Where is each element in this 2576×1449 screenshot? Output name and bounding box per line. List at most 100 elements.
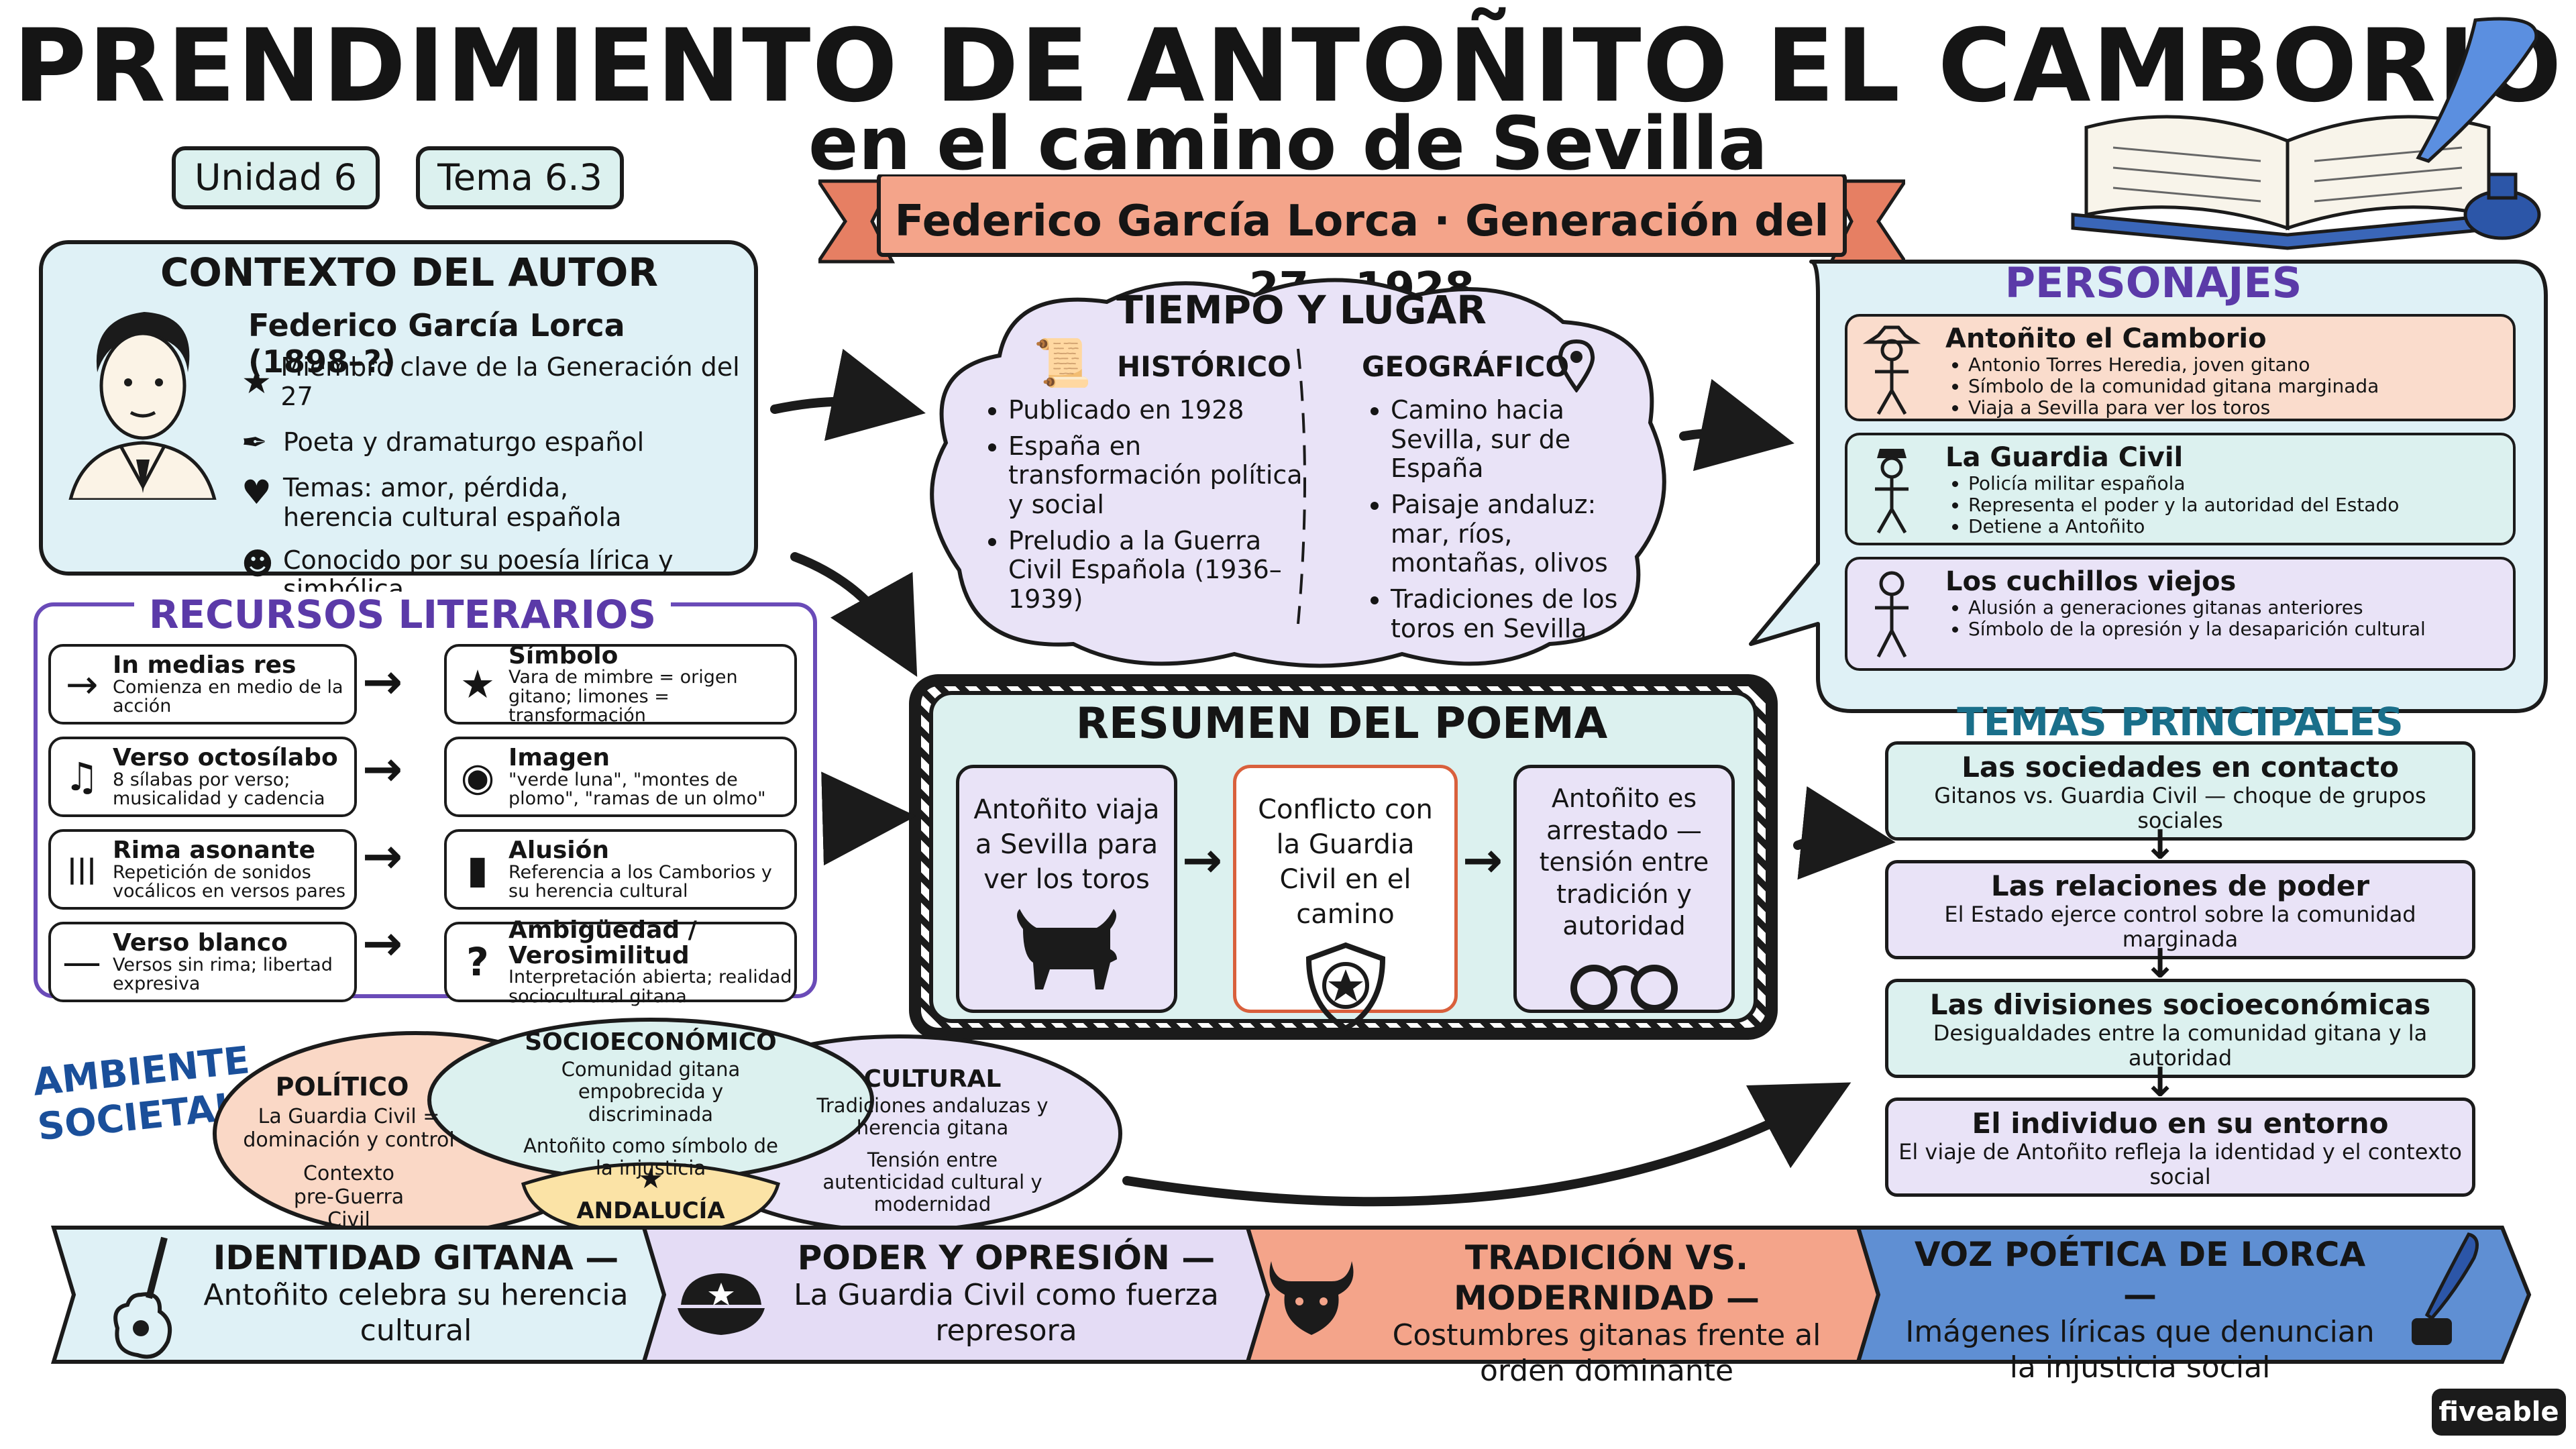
handcuffs-icon — [1570, 964, 1678, 1012]
tema-desc: Gitanos vs. Guardia Civil — choque de gr… — [1934, 783, 2426, 834]
music-note-icon: ♫ — [64, 754, 99, 800]
open-book-icon — [2071, 17, 2541, 250]
arrow-right-icon: → — [362, 915, 403, 971]
eye-icon: ◉ — [460, 754, 495, 800]
resource-title: Rima asonante — [113, 836, 316, 864]
resource-title: In medias res — [113, 651, 297, 679]
tema-desc: El viaje de Antoñito refleja la identida… — [1898, 1139, 2462, 1190]
banner-poder-opresion: PODER Y OPRESIÓN — La Guardia Civil como… — [778, 1238, 1234, 1349]
resource-title: Símbolo — [508, 641, 619, 669]
question-icon: ? — [466, 939, 489, 985]
contexto-item-text: Temas: amor, pérdida, herencia cultural … — [283, 473, 622, 532]
tema-title: Las sociedades en contacto — [1962, 751, 2399, 784]
resource-desc: "verde luna", "montes de plomo", "ramas … — [508, 769, 766, 809]
resource-title: Imagen — [508, 743, 610, 771]
banner-tradicion-modernidad: TRADICIÓN VS. MODERNIDAD — Costumbres gi… — [1362, 1238, 1851, 1389]
tema-title: Las divisiones socioeconómicas — [1929, 988, 2431, 1021]
tema-relaciones: Las relaciones de poder El Estado ejerce… — [1885, 860, 2475, 959]
cultural-lines: Tradiciones andaluzas y herencia gitana … — [815, 1094, 1050, 1216]
banner-desc: Antoñito celebra su herencia cultural — [203, 1278, 629, 1348]
personaje-bullet: Detiene a Antoñito — [1968, 516, 2399, 537]
arrow-right-icon: → — [65, 661, 99, 707]
resource-desc: Comienza en medio de la acción — [113, 676, 343, 716]
fiveable-logo: fiveable — [2432, 1389, 2566, 1436]
arrow-resumen-temas — [1793, 786, 1896, 880]
cultural-line: Tensión entre autenticidad cultural y mo… — [822, 1148, 1042, 1216]
star-icon: ★ — [460, 661, 495, 707]
bookmark-icon: ▮ — [467, 847, 488, 892]
resumen-step-text: Antoñito viaja a Sevilla para ver los to… — [973, 794, 1160, 895]
scroll-icon: 📜 — [1033, 335, 1092, 390]
police-badge-icon — [1305, 942, 1385, 1032]
banner-desc: Imágenes líricas que denuncian la injust… — [1905, 1315, 2375, 1385]
tema-desc: El Estado ejerce control sobre la comuni… — [1944, 902, 2416, 953]
tema-title: Las relaciones de poder — [1990, 869, 2370, 902]
arrow-ambiente-temas — [1122, 1082, 1851, 1207]
dash-icon: — — [62, 939, 101, 985]
resumen-step-text: Antoñito es arrestado — tensión entre tr… — [1539, 784, 1709, 941]
arrow-recursos-resumen — [821, 771, 916, 866]
resource-title: Verso blanco — [113, 928, 288, 957]
resource-desc: Versos sin rima; libertad expresiva — [113, 954, 333, 994]
cultural-title: CULTURAL — [863, 1065, 1002, 1093]
resource-desc: Referencia a los Camborios y su herencia… — [508, 861, 772, 902]
recursos-title: RECURSOS LITERARIOS — [134, 592, 671, 637]
personaje-antonito: Antoñito el Camborio Antonio Torres Here… — [1845, 314, 2516, 421]
bull-head-icon — [1269, 1261, 1354, 1335]
historico-item: Preludio a la Guerra Civil Española (193… — [1008, 526, 1311, 614]
personaje-bullet: Policía militar española — [1968, 472, 2399, 494]
resource-title: Alusión — [508, 836, 609, 864]
geografico-title: GEOGRÁFICO — [1362, 350, 1570, 383]
personaje-cuchillos-viejos: Los cuchillos viejos Alusión a generacio… — [1845, 557, 2516, 671]
arrow-right-icon: → — [1462, 832, 1503, 888]
personajes-title: PERSONAJES — [2004, 258, 2302, 307]
banner-identidad-gitana: IDENTIDAD GITANA — Antoñito celebra su h… — [201, 1238, 631, 1349]
resumen-step-2: Conflicto con la Guardia Civil en el cam… — [1233, 765, 1458, 1032]
contexto-item-text: Poeta y dramaturgo español — [283, 427, 645, 457]
guitar-icon — [113, 1236, 172, 1359]
personaje-guardia-civil: La Guardia Civil Policía militar español… — [1845, 433, 2516, 545]
resumen-title: RESUMEN DEL POEMA — [1075, 699, 1608, 749]
politico-lines: La Guardia Civil = dominación y control … — [241, 1105, 456, 1232]
socio-lines: Comunidad gitana empobrecida y discrimin… — [523, 1058, 778, 1180]
tema-tag: Tema 6.3 — [416, 146, 624, 209]
socio-line: Comunidad gitana empobrecida y discrimin… — [561, 1058, 741, 1126]
historico-title: HISTÓRICO — [1117, 350, 1291, 383]
arrow-right-icon: → — [362, 653, 403, 710]
banner-shapes — [50, 1226, 2532, 1364]
stick-figure-icon — [1875, 571, 1909, 658]
police-figure-icon — [1875, 449, 1909, 534]
arrow-right-icon: → — [362, 741, 403, 797]
personaje-bullet: Símbolo de la opresión y la desaparición… — [1968, 618, 2426, 640]
sound-wave-icon: ||| — [67, 854, 97, 885]
banner-desc: La Guardia Civil como fuerza represora — [794, 1278, 1219, 1348]
resource-title: Verso octosílabo — [113, 743, 338, 771]
tema-individuo: El individuo en su entorno El viaje de A… — [1885, 1097, 2475, 1197]
personaje-bullet: Representa el poder y la autoridad del E… — [1968, 494, 2399, 516]
cowboy-figure-icon — [1862, 325, 1921, 415]
contexto-list: ★ Miembro clave de la Generación del 27 … — [241, 352, 751, 604]
contexto-item: ★ Miembro clave de la Generación del 27 — [241, 352, 751, 411]
page-subtitle: en el camino de Sevilla — [808, 101, 1768, 186]
resumen-step-3: Antoñito es arrestado — tensión entre tr… — [1513, 765, 1735, 1013]
socio-title: SOCIOECONÓMICO — [525, 1028, 777, 1056]
resource-desc: Interpretación abierta; realidad sociocu… — [508, 967, 792, 1007]
personaje-bullet: Antonio Torres Heredia, joven gitano — [1968, 354, 2379, 376]
tiempo-cloud-shape — [930, 278, 1666, 668]
geografico-item: Camino hacia Sevilla, sur de España — [1391, 395, 1647, 484]
contexto-item-text: Miembro clave de la Generación del 27 — [280, 352, 740, 411]
resource-desc: Repetición de sonidos vocálicos en verso… — [113, 861, 346, 902]
banner-title: TRADICIÓN VS. MODERNIDAD — — [1454, 1238, 1760, 1318]
personaje-name: Antoñito el Camborio — [1945, 323, 2267, 354]
personaje-name: Los cuchillos viejos — [1945, 566, 2237, 597]
socio-line: Antoñito como símbolo de la injusticia — [523, 1134, 778, 1180]
page-title: PRENDIMIENTO DE ANTOÑITO EL CAMBORIO — [13, 8, 2563, 125]
cultural-line: Tradiciones andaluzas y herencia gitana — [816, 1094, 1049, 1140]
